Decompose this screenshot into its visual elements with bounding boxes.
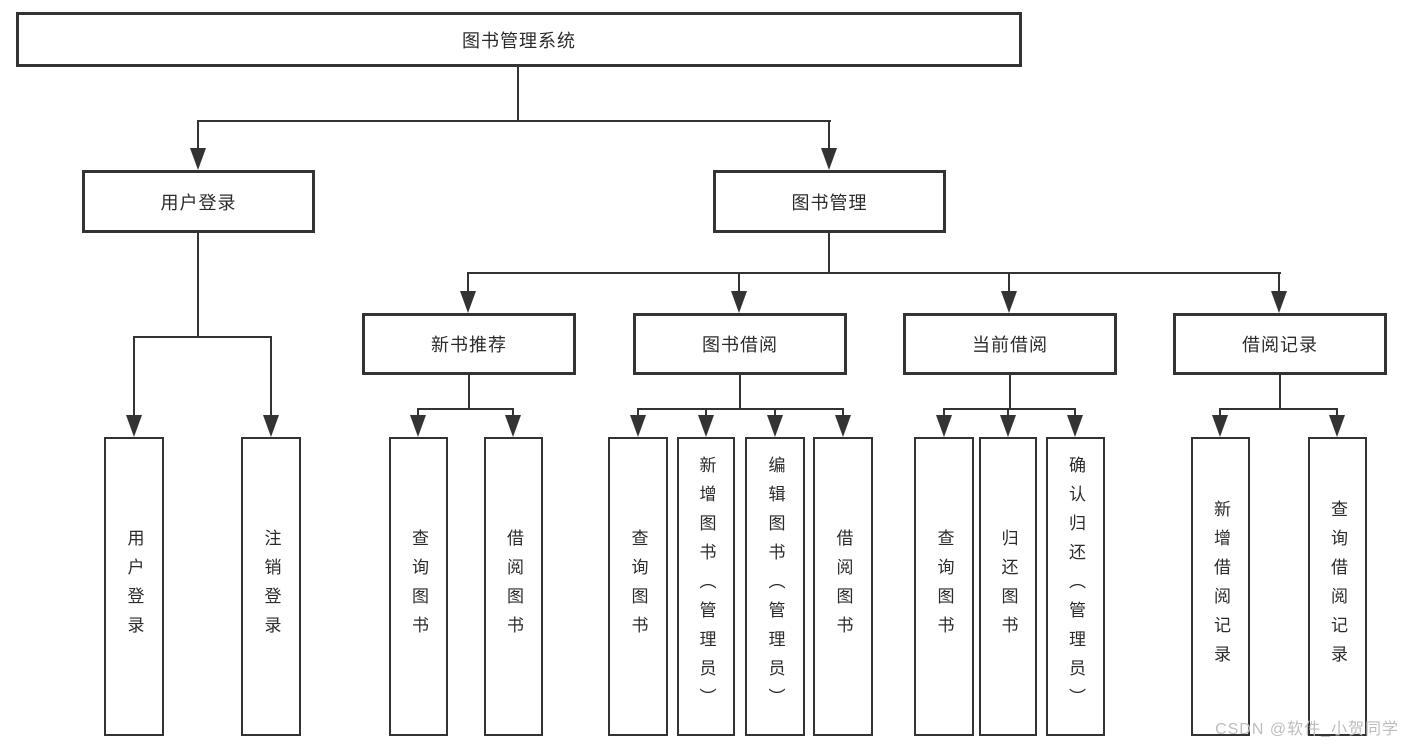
node-root-library-system: 图书管理系统 xyxy=(16,12,1022,67)
node-new-book-recommend: 新书推荐 xyxy=(362,313,576,375)
connector-hline xyxy=(637,408,844,410)
arrow-down-icon xyxy=(1271,291,1287,313)
node-leaf-logout: 注销登录 xyxy=(241,437,301,736)
connector-vline xyxy=(133,336,135,417)
node-leaf-borrow-books: 借阅图书 xyxy=(813,437,873,736)
node-leaf-query-borrow-record: 查询借阅记录 xyxy=(1308,437,1367,736)
connector-vline xyxy=(705,408,707,417)
node-borrowing-records: 借阅记录 xyxy=(1173,313,1387,375)
node-leaf-borrow-books-recommend: 借阅图书 xyxy=(484,437,543,736)
node-leaf-query-books-recommend: 查询图书 xyxy=(389,437,448,736)
connector-vline xyxy=(517,66,519,122)
node-leaf-add-book-admin: 新增图书（管理员） xyxy=(677,437,735,736)
node-leaf-user-login: 用户登录 xyxy=(104,437,164,736)
connector-vline xyxy=(1008,272,1010,293)
connector-vline xyxy=(1219,408,1221,417)
connector-vline xyxy=(842,408,844,417)
connector-vline xyxy=(1074,408,1076,417)
node-user-login: 用户登录 xyxy=(82,170,315,233)
connector-vline xyxy=(468,373,470,410)
connector-vline xyxy=(512,408,514,417)
connector-hline xyxy=(943,408,1076,410)
connector-hline xyxy=(467,272,1281,274)
arrow-down-icon xyxy=(190,148,206,170)
arrow-down-icon xyxy=(1000,415,1016,437)
connector-vline xyxy=(738,272,740,293)
csdn-watermark: CSDN @软件_小贺同学 xyxy=(1215,721,1399,738)
connector-vline xyxy=(1278,272,1280,293)
connector-vline xyxy=(637,408,639,417)
connector-vline xyxy=(1336,408,1338,417)
node-book-borrowing: 图书借阅 xyxy=(633,313,847,375)
connector-hline xyxy=(197,120,831,122)
connector-hline xyxy=(1219,408,1338,410)
arrow-down-icon xyxy=(767,415,783,437)
arrow-down-icon xyxy=(936,415,952,437)
arrow-down-icon xyxy=(1001,291,1017,313)
node-leaf-return-book: 归还图书 xyxy=(979,437,1037,736)
connector-vline xyxy=(467,272,469,293)
arrow-down-icon xyxy=(460,291,476,313)
arrow-down-icon xyxy=(1212,415,1228,437)
node-book-management: 图书管理 xyxy=(713,170,946,233)
connector-vline xyxy=(774,408,776,417)
connector-vline xyxy=(828,231,830,274)
arrow-down-icon xyxy=(698,415,714,437)
arrow-down-icon xyxy=(263,415,279,437)
node-current-borrowing: 当前借阅 xyxy=(903,313,1117,375)
node-leaf-query-books-current: 查询图书 xyxy=(914,437,974,736)
connector-vline xyxy=(739,373,741,410)
arrow-down-icon xyxy=(1067,415,1083,437)
connector-vline xyxy=(197,231,199,336)
connector-vline xyxy=(417,408,419,417)
node-leaf-add-borrow-record: 新增借阅记录 xyxy=(1191,437,1250,736)
node-leaf-query-books-borrow: 查询图书 xyxy=(608,437,668,736)
connector-vline xyxy=(1009,373,1011,410)
connector-vline xyxy=(1007,408,1009,417)
connector-vline xyxy=(828,120,830,152)
arrow-down-icon xyxy=(505,415,521,437)
arrow-down-icon xyxy=(835,415,851,437)
arrow-down-icon xyxy=(731,291,747,313)
connector-vline xyxy=(1279,373,1281,410)
arrow-down-icon xyxy=(1329,415,1345,437)
connector-vline xyxy=(270,336,272,417)
connector-hline xyxy=(133,336,272,338)
node-leaf-edit-book-admin: 编辑图书（管理员） xyxy=(745,437,805,736)
connector-vline xyxy=(943,408,945,417)
connector-hline xyxy=(417,408,514,410)
arrow-down-icon xyxy=(126,415,142,437)
arrow-down-icon xyxy=(410,415,426,437)
connector-vline xyxy=(197,120,199,152)
node-leaf-confirm-return-admin: 确认归还（管理员） xyxy=(1046,437,1105,736)
arrow-down-icon xyxy=(630,415,646,437)
arrow-down-icon xyxy=(821,148,837,170)
